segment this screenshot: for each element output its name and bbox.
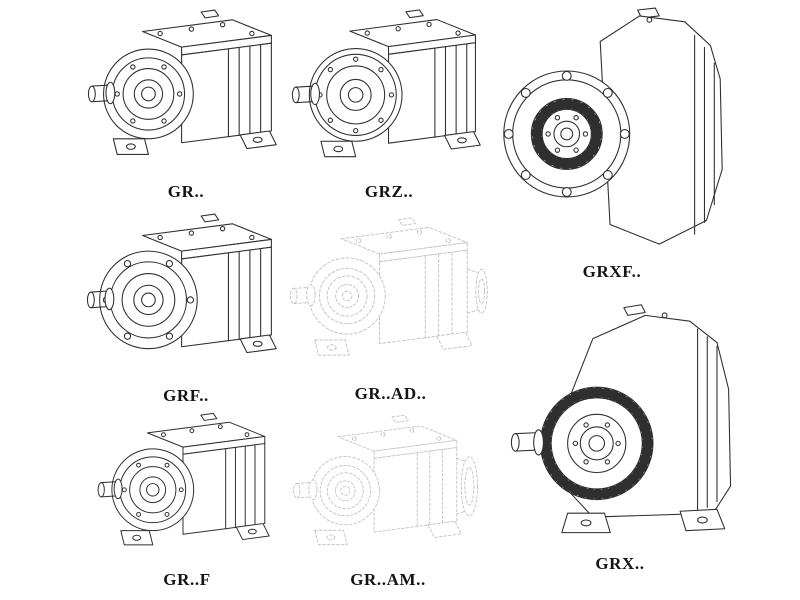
grad-gearbox-drawing bbox=[289, 217, 488, 356]
figure-grz: GRZ.. bbox=[290, 4, 488, 202]
gram-gearbox-drawing bbox=[293, 414, 478, 546]
grfoot-gearbox-drawing bbox=[97, 412, 270, 546]
figure-label-grf: GRF.. bbox=[163, 386, 209, 405]
figure-gram: GR..AM.. bbox=[288, 408, 488, 590]
grxf-gearbox-drawing bbox=[503, 7, 723, 245]
gr-gearbox-drawing bbox=[87, 9, 277, 155]
figure-label-gr: GR.. bbox=[167, 182, 205, 201]
figure-label-gram: GR..AM.. bbox=[350, 570, 426, 589]
figure-label-grz: GRZ.. bbox=[364, 182, 414, 201]
figure-label-grxf: GRXF.. bbox=[582, 262, 642, 281]
figure-label-grad: GR..AD.. bbox=[354, 384, 427, 403]
figure-grad: GR..AD.. bbox=[288, 210, 493, 404]
grz-gearbox-drawing bbox=[291, 9, 481, 158]
grf-gearbox-drawing bbox=[86, 213, 277, 354]
figure-grxf: GRXF.. bbox=[492, 2, 732, 282]
figure-gr: GR.. bbox=[86, 4, 286, 202]
figure-grf: GRF.. bbox=[86, 208, 286, 406]
figure-grx: GRX.. bbox=[498, 296, 742, 574]
figure-label-grx: GRX.. bbox=[595, 554, 645, 573]
figure-grfoot: GR..F bbox=[92, 408, 282, 590]
grx-gearbox-drawing bbox=[510, 304, 732, 534]
figure-label-grfoot: GR..F bbox=[163, 570, 211, 589]
